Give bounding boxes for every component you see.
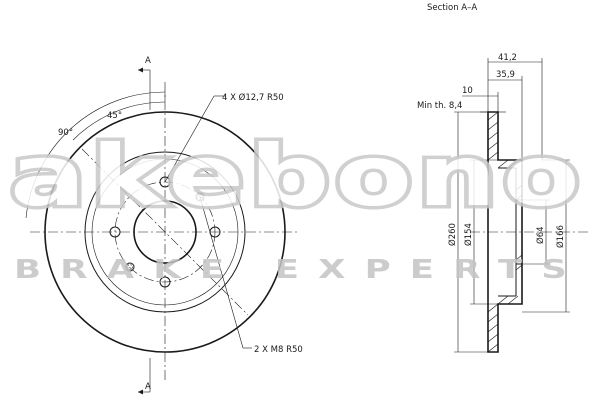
angle-arc-90 bbox=[25, 91, 166, 219]
section-hatching bbox=[487, 111, 523, 353]
section-title: Section A–A bbox=[427, 3, 477, 13]
dim-total-height: 41,2 bbox=[498, 53, 517, 63]
section-profile bbox=[487, 111, 523, 353]
thread-hole-inner bbox=[197, 194, 203, 200]
leader-thread-holes bbox=[199, 196, 244, 349]
front-view: A A 90° 45° 4 X Ø12,7 R50 2 X M8 R50 bbox=[25, 56, 303, 395]
section-mark-top: A bbox=[145, 56, 151, 66]
angle-arc-45 bbox=[72, 101, 166, 141]
thread-hole-inner bbox=[127, 264, 133, 270]
angle-label-90: 90° bbox=[58, 128, 73, 138]
dim-min-thickness: Min th. 8,4 bbox=[417, 101, 462, 111]
centerline-diagonal bbox=[81, 148, 249, 316]
watermark-logo: akebono bbox=[10, 127, 585, 225]
dim-diam-hat: Ø154 bbox=[463, 223, 474, 246]
section-arrowhead-top bbox=[138, 67, 143, 73]
section-view: Section A–A bbox=[417, 3, 590, 353]
section-arrowhead-bottom bbox=[138, 389, 143, 395]
dim-disc-thickness: 10 bbox=[462, 86, 473, 96]
bolt-holes-callout: 4 X Ø12,7 R50 bbox=[222, 92, 284, 103]
dim-diam-outer: Ø260 bbox=[447, 223, 458, 246]
dim-hat-height: 35,9 bbox=[496, 70, 515, 80]
watermark-tagline: BRAKE EXPERTS bbox=[14, 255, 586, 285]
leader-bolt-holes bbox=[164, 95, 215, 183]
thread-hole bbox=[125, 262, 135, 272]
section-mark-bottom: A bbox=[145, 382, 151, 392]
thread-holes-callout: 2 X M8 R50 bbox=[254, 345, 303, 355]
dim-diam-bore: Ø64 bbox=[535, 226, 546, 244]
dim-diam-mount: Ø166 bbox=[555, 225, 566, 248]
angle-label-45: 45° bbox=[107, 111, 122, 121]
watermark: akebono BRAKE EXPERTS bbox=[7, 124, 586, 286]
thread-hole bbox=[195, 192, 205, 202]
